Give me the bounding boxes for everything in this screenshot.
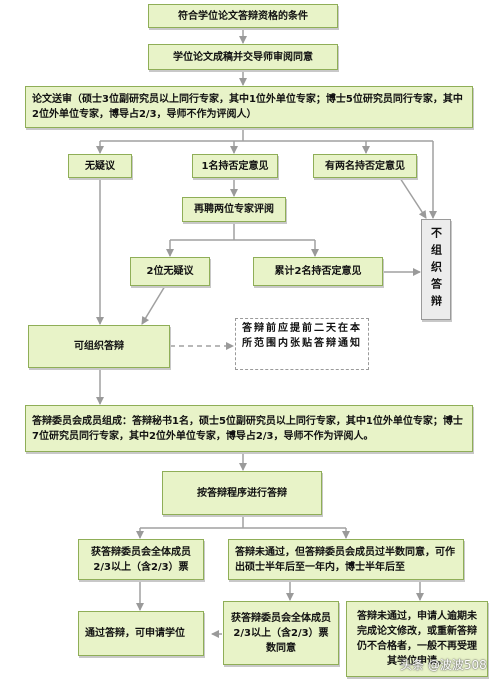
node-second-pass: 获答辩委员会全体成员2/3以上（含2/3）票数同意: [223, 601, 339, 665]
watermark-text: 头条 @波波508: [400, 658, 487, 672]
node-no-objection: 无疑议: [68, 154, 132, 178]
node-two-negative: 有两名持否定意见: [313, 154, 417, 178]
node-two-no-objection: 2位无疑议: [130, 257, 210, 286]
node-title: 符合学位论文答辩资格的条件: [148, 4, 338, 28]
node-submit: 学位论文成稿并交导师审阅同意: [148, 44, 338, 70]
node-fail-final: 答辩未通过，申请人逾期未完成论文修改，或重新答辩仍不合格者，一般不再受理其学位申…: [346, 601, 488, 677]
arrow-two-no-objection-to-can-defend: [141, 285, 166, 325]
node-notice: 答辩前应提前二天在本所范围内张贴答辩通知: [235, 318, 369, 370]
node-can-defend: 可组织答辩: [28, 325, 170, 368]
node-rehire: 再聘两位专家评阅: [182, 197, 286, 222]
arrow-two-negative-to-no-defense: [399, 177, 427, 219]
node-no-defense: 不组织答辩: [421, 219, 451, 320]
node-pass-votes: 获答辩委员会全体成员2/3以上（含2/3）票: [78, 539, 204, 580]
node-one-negative: 1名持否定意见: [192, 154, 278, 178]
node-cumulative-two: 累计2名持否定意见: [253, 257, 383, 286]
node-not-passed-half: 答辩未通过，但答辩委员会成员过半数同意，可作出硕士半年后至一年内，博士半年后至: [228, 539, 464, 580]
node-review: 论文送审（硕士3位副研究员以上同行专家，其中1位外单位专家；博士5位研究员同行专…: [25, 86, 473, 128]
node-pass-apply: 通过答辩，可申请学位: [78, 611, 204, 656]
node-procedure: 按答辩程序进行答辩: [162, 471, 322, 515]
node-committee: 答辩委员会成员组成：答辩秘书1名，硕士5位副研究员以上同行专家，其中1位外单位专…: [25, 405, 473, 452]
